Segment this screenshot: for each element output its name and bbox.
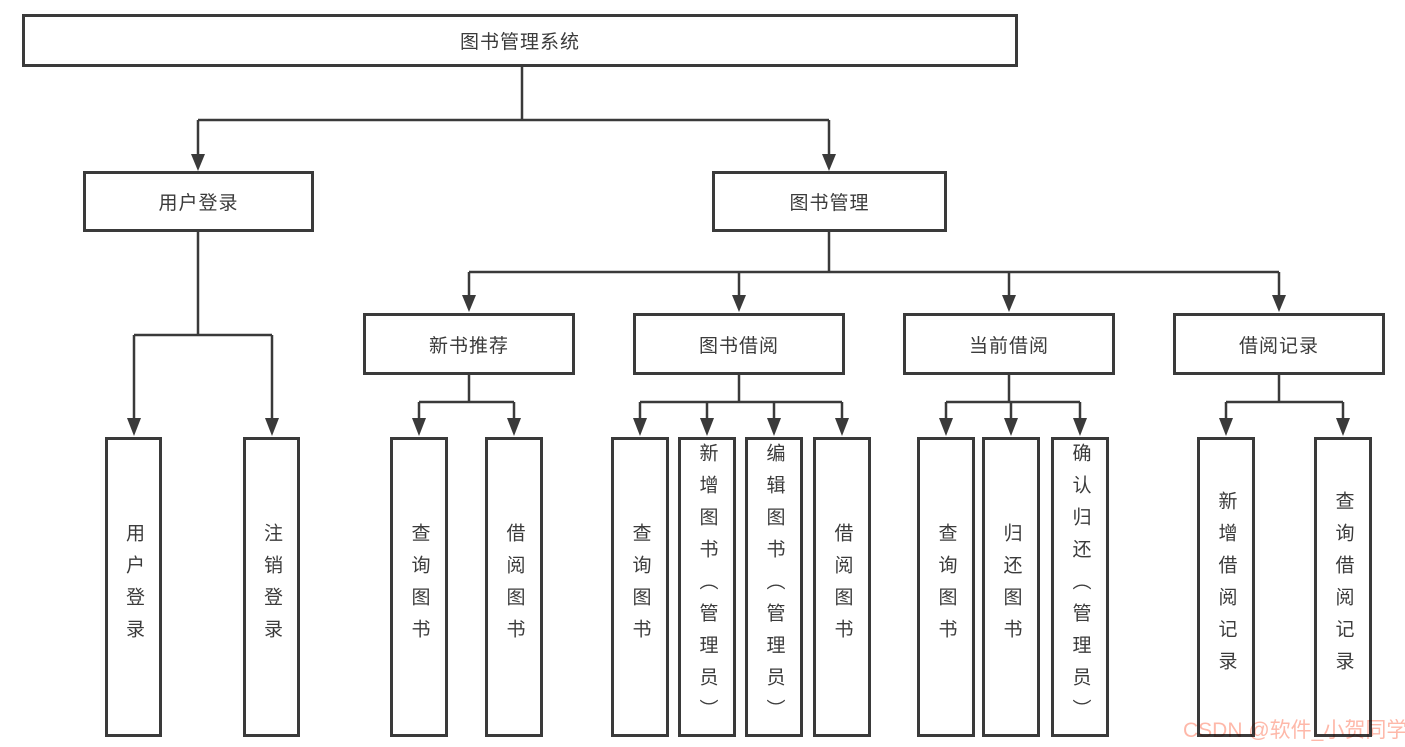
- connector-records-to-leaves: [1219, 375, 1350, 436]
- leaf-label: 借阅图书: [831, 523, 853, 651]
- connector-root-to-level2: [191, 67, 836, 171]
- leaf-query-books: 查询图书: [917, 437, 975, 737]
- node-current-borrow: 当前借阅: [903, 313, 1115, 375]
- leaf-user-login: 用户登录: [105, 437, 162, 737]
- node-borrow-records: 借阅记录: [1173, 313, 1385, 375]
- leaf-label: 注销登录: [261, 523, 282, 651]
- leaf-return-books: 归还图书: [982, 437, 1040, 737]
- leaf-label: 借阅图书: [503, 523, 525, 651]
- leaf-add-books-admin: 新增图书（管理员）: [678, 437, 736, 737]
- leaf-label: 确认归还（管理员）: [1069, 443, 1091, 731]
- leaf-label: 查询图书: [935, 523, 957, 651]
- leaf-label: 查询借阅记录: [1332, 491, 1354, 683]
- leaf-add-borrow-record: 新增借阅记录: [1197, 437, 1255, 737]
- connector-current-to-leaves: [939, 375, 1087, 436]
- node-book-borrow: 图书借阅: [633, 313, 845, 375]
- node-book-management: 图书管理: [712, 171, 947, 232]
- connector-mgmt-to-level3: [462, 232, 1286, 312]
- leaf-label: 归还图书: [1000, 523, 1022, 651]
- leaf-confirm-return-admin: 确认归还（管理员）: [1051, 437, 1109, 737]
- leaf-borrow-books: 借阅图书: [813, 437, 871, 737]
- leaf-logout: 注销登录: [243, 437, 300, 737]
- leaf-label: 新增借阅记录: [1215, 491, 1237, 683]
- leaf-borrow-books: 借阅图书: [485, 437, 543, 737]
- csdn-watermark: CSDN @软件_小贺同学: [1183, 719, 1405, 742]
- leaf-label: 新增图书（管理员）: [696, 443, 718, 731]
- leaf-query-books: 查询图书: [611, 437, 669, 737]
- connector-login-to-leaves: [127, 232, 279, 436]
- leaf-label: 编辑图书（管理员）: [763, 443, 785, 731]
- node-user-login: 用户登录: [83, 171, 314, 232]
- node-library-management-system: 图书管理系统: [22, 14, 1018, 67]
- leaf-label: 查询图书: [408, 523, 430, 651]
- leaf-label: 查询图书: [629, 523, 651, 651]
- leaf-query-books: 查询图书: [390, 437, 448, 737]
- leaf-label: 用户登录: [123, 523, 144, 651]
- leaf-edit-books-admin: 编辑图书（管理员）: [745, 437, 803, 737]
- leaf-query-borrow-record: 查询借阅记录: [1314, 437, 1372, 737]
- connector-newbook-to-leaves: [412, 375, 521, 436]
- connector-borrow-to-leaves: [633, 375, 849, 436]
- node-new-book-recommend: 新书推荐: [363, 313, 575, 375]
